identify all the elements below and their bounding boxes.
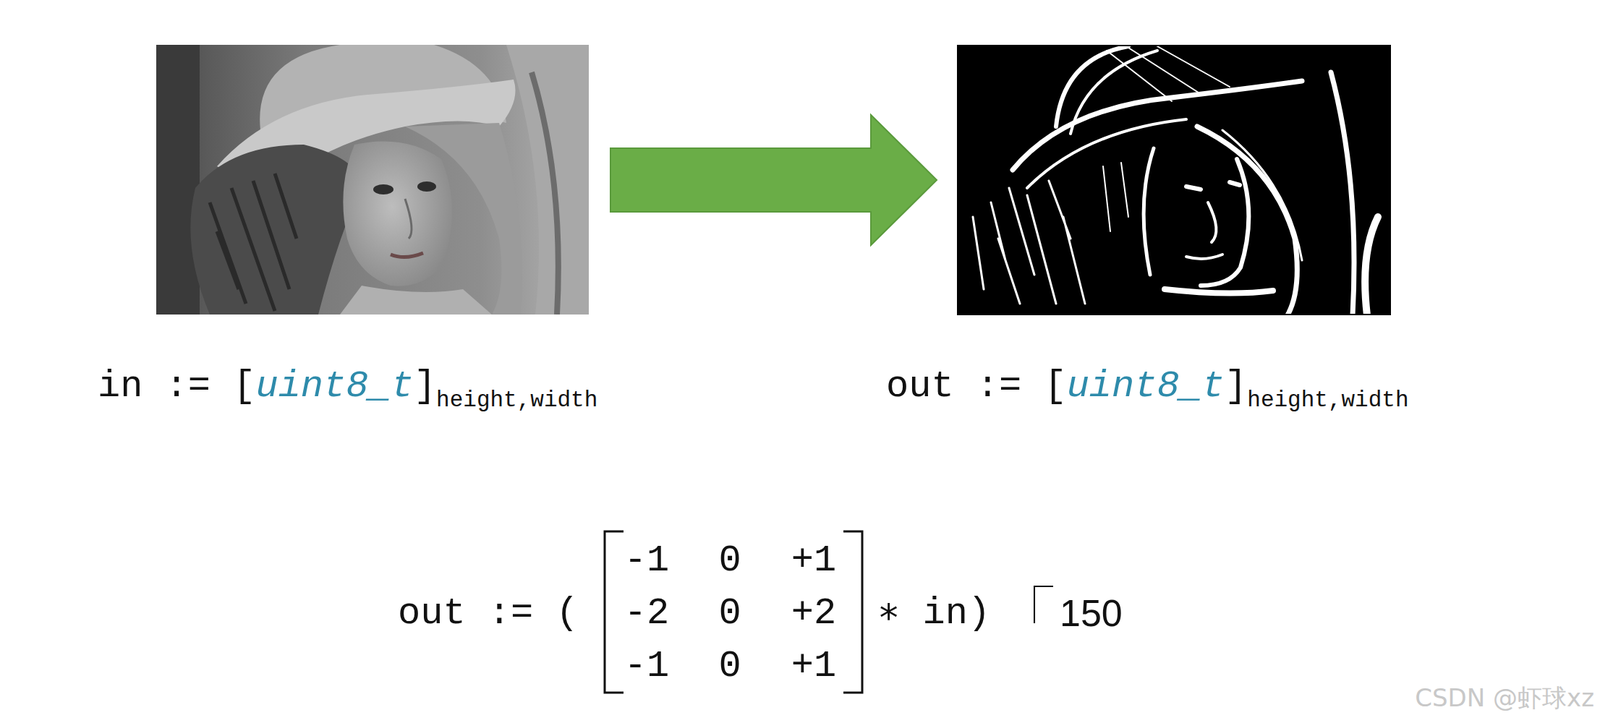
matrix-entry: +1 (791, 645, 837, 688)
illustration-part (1186, 254, 1223, 259)
output-edge-image (956, 44, 1391, 316)
illustration-part (956, 44, 1391, 316)
illustration-part (1103, 162, 1129, 232)
dimension-subscript: height,width (436, 387, 598, 414)
matrix-bracket (604, 531, 624, 693)
input-photo (156, 44, 589, 315)
illustration-part (405, 198, 412, 239)
illustration-part (190, 144, 362, 315)
bracket: ] (1224, 365, 1248, 408)
illustration-part (1164, 289, 1274, 294)
matrix-entry: +2 (791, 592, 837, 636)
bracket: [ (232, 365, 256, 408)
matrix-entry: +1 (791, 539, 837, 583)
illustration-part (417, 181, 437, 192)
matrix-entry: 0 (718, 540, 741, 582)
matrix-entry: 0 (718, 645, 741, 688)
illustration-part (972, 46, 1378, 316)
illustration-part (1364, 216, 1378, 316)
matrix-entry: +2 (791, 593, 837, 635)
illustration-part (156, 44, 589, 315)
illustration-part (373, 184, 394, 195)
formula-text: out := ( (397, 592, 579, 636)
illustration-part (1012, 81, 1302, 170)
matrix-entry: +1 (791, 540, 837, 582)
matrix-entry: -1 (624, 645, 670, 688)
matrix-entry: 0 (718, 645, 741, 688)
matrix-entry: 0 (718, 592, 741, 636)
illustration-part (1200, 159, 1249, 286)
illustration-part (156, 44, 200, 315)
threshold-symbol: ⎾ (1015, 588, 1054, 631)
bracket: [ (1043, 365, 1067, 408)
illustration-part (1106, 46, 1230, 102)
watermark: CSDN @虾球xz (1414, 683, 1595, 713)
watermark: CSDN @虾球xz (1414, 684, 1595, 712)
formula-text: ∗ in) (877, 592, 991, 636)
dimension-subscript: height,width (1247, 387, 1409, 414)
threshold-value: 150 (1059, 592, 1123, 635)
matrix-entry: -1 (624, 539, 670, 583)
matrix-entry: -2 (624, 592, 670, 636)
illustration-part (1330, 72, 1355, 316)
formula-text: ∗ in) (877, 593, 991, 635)
variable-name: out := (886, 365, 1022, 408)
illustration-part (209, 173, 297, 312)
threshold-symbol: ⎾ (1015, 588, 1054, 631)
threshold-value: 150 (1059, 593, 1123, 635)
matrix-entry: 0 (718, 593, 741, 635)
type-name: uint8_t (1066, 365, 1225, 408)
matrix-entry: -1 (624, 540, 670, 582)
matrix-entry: 0 (718, 539, 741, 583)
illustration-part (531, 72, 559, 315)
illustration-part (339, 285, 492, 315)
illustration-part (342, 141, 453, 287)
matrix-bracket (843, 531, 863, 693)
illustration-part (1222, 130, 1302, 261)
illustration-part (1197, 126, 1297, 316)
illustration-part (390, 253, 424, 258)
type-caption: in :=[uint8_t]height,width (97, 366, 598, 408)
matrix-entry: +1 (791, 645, 837, 688)
illustration-part (1207, 202, 1216, 243)
type-caption: out :=[uint8_t]height,width (886, 366, 1410, 408)
illustration-part (1186, 182, 1240, 190)
bracket: ] (413, 365, 437, 408)
variable-name: in := (97, 365, 211, 408)
matrix-entry: -2 (624, 593, 670, 635)
formula-text: out := ( (397, 593, 579, 635)
illustration-part (972, 180, 1085, 304)
block-arrow (610, 115, 937, 246)
type-name: uint8_t (255, 365, 414, 408)
matrix-entry: -1 (624, 645, 670, 688)
illustration-part (1027, 119, 1187, 189)
illustration-part (957, 45, 1391, 315)
illustration-part (1143, 148, 1154, 275)
